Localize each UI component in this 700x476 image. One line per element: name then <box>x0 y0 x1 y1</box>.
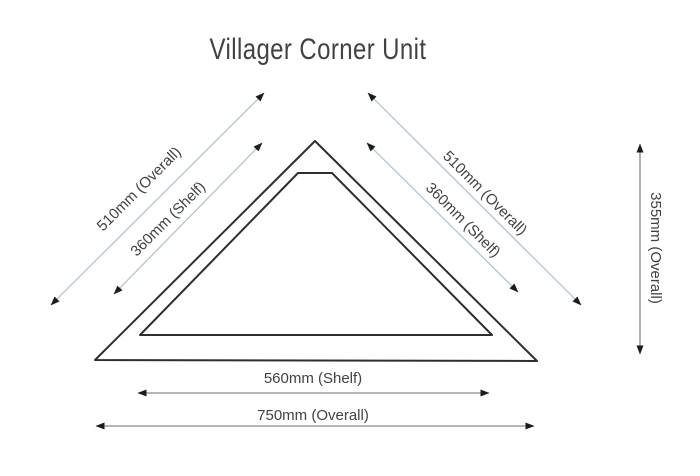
dim-label-bottom-shelf: 560mm (Shelf) <box>264 370 362 387</box>
dim-arrow-left-overall <box>50 92 265 306</box>
dim-label-height-overall: 355mm (Overall) <box>647 192 664 304</box>
dim-arrow-right-overall <box>367 92 582 306</box>
page-title: Villager Corner Unit <box>210 31 427 65</box>
dim-arrow-left-shelf <box>113 142 263 295</box>
dim-arrow-right-shelf <box>366 142 519 293</box>
dim-label-bottom-overall: 750mm (Overall) <box>257 407 369 424</box>
dim-label-right-overall: 510mm (Overall) <box>439 148 530 239</box>
